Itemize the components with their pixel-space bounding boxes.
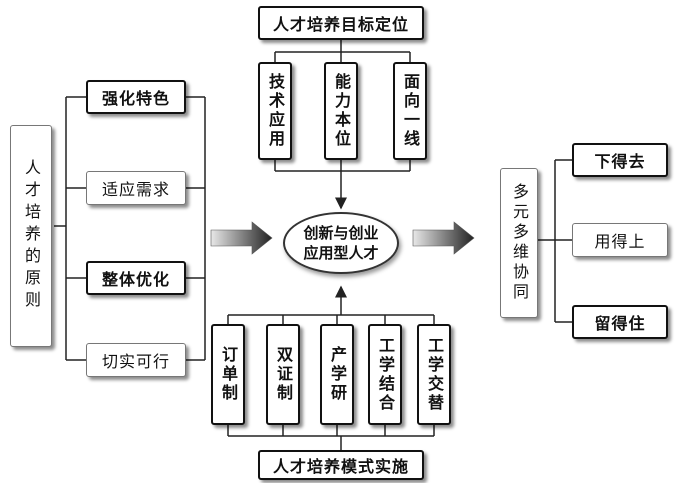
principle-1: 强化特色 [86,80,186,114]
collaboration-root-label: 多元多维协同 [510,183,529,303]
target-positioning-title: 人才培养目标定位 [258,6,424,40]
left-arrow [210,221,273,255]
outcome-2: 用得上 [572,223,668,257]
mode-1-label: 订单制 [219,346,238,403]
principle-1-label: 强化特色 [101,89,170,108]
principle-4: 切实可行 [86,343,186,377]
mode-5-label: 工学交替 [425,336,444,413]
center-talent-label: 创新与创业 应用型人才 [303,224,379,262]
mode-2: 双证制 [266,324,300,425]
outcome-3: 留得住 [572,305,668,339]
principle-2: 适应需求 [86,171,186,205]
target-2: 能力本位 [324,62,358,160]
principles-root: 人才培养的原则 [10,125,52,347]
target-1-label: 技术应用 [266,73,285,149]
mode-3-label: 产学研 [328,346,347,403]
mode-implementation-title-label: 人才培养模式实施 [272,457,409,476]
outcome-1-label: 下得去 [594,152,646,171]
right-arrow [412,221,475,255]
mode-implementation-title: 人才培养模式实施 [258,450,424,480]
principle-2-label: 适应需求 [101,180,170,199]
mode-5: 工学交替 [417,324,451,425]
principle-4-label: 切实可行 [101,352,170,371]
mode-4-label: 工学结合 [376,336,395,413]
outcome-1: 下得去 [572,143,668,177]
outcome-3-label: 留得住 [594,314,646,333]
principles-root-label: 人才培养的原则 [22,159,41,313]
mode-2-label: 双证制 [274,346,293,403]
principle-3-label: 整体优化 [101,270,170,289]
collaboration-root: 多元多维协同 [500,168,538,318]
mode-4: 工学结合 [368,324,402,425]
mode-3: 产学研 [320,324,354,425]
target-2-label: 能力本位 [332,73,351,149]
center-talent-oval: 创新与创业 应用型人才 [283,212,399,274]
target-1: 技术应用 [258,62,292,160]
outcome-2-label: 用得上 [594,232,646,251]
target-3: 面向一线 [393,62,427,160]
target-positioning-title-label: 人才培养目标定位 [272,15,409,34]
principle-3: 整体优化 [86,261,186,295]
mode-1: 订单制 [211,324,245,425]
target-3-label: 面向一线 [401,73,420,149]
